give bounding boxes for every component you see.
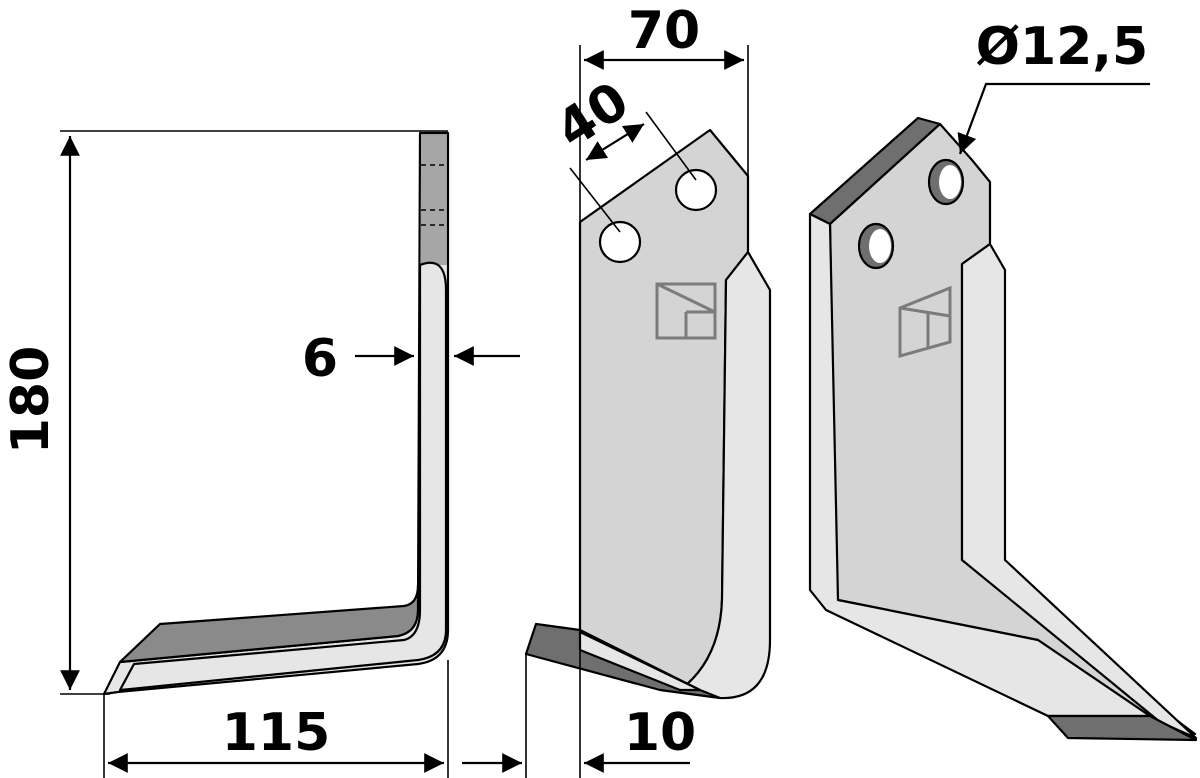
perspective-view-blade <box>808 116 1198 742</box>
mounting-hole-icon <box>674 168 718 212</box>
offset-dimension: 10 <box>462 654 696 778</box>
front-view-blade <box>524 128 772 700</box>
top-width-dimension: 70 <box>579 1 749 778</box>
side-view-blade <box>102 131 450 696</box>
hole-diameter-dimension: Ø12,5 <box>957 17 1150 155</box>
brand-mark-icon <box>655 282 717 340</box>
hole-diameter-label: Ø12,5 <box>976 17 1149 77</box>
thickness-dimension: 6 <box>302 329 520 389</box>
thickness-label: 6 <box>302 329 338 389</box>
top-width-label: 70 <box>628 1 700 61</box>
height-dimension: 180 <box>1 130 448 695</box>
brand-mark-icon <box>898 285 952 358</box>
width-bottom-dimension: 115 <box>103 660 449 778</box>
hole-spacing-label: 40 <box>546 71 639 161</box>
height-label: 180 <box>1 346 61 455</box>
width-bottom-label: 115 <box>222 703 331 763</box>
mounting-hole-icon <box>598 220 642 264</box>
offset-label: 10 <box>624 703 696 763</box>
